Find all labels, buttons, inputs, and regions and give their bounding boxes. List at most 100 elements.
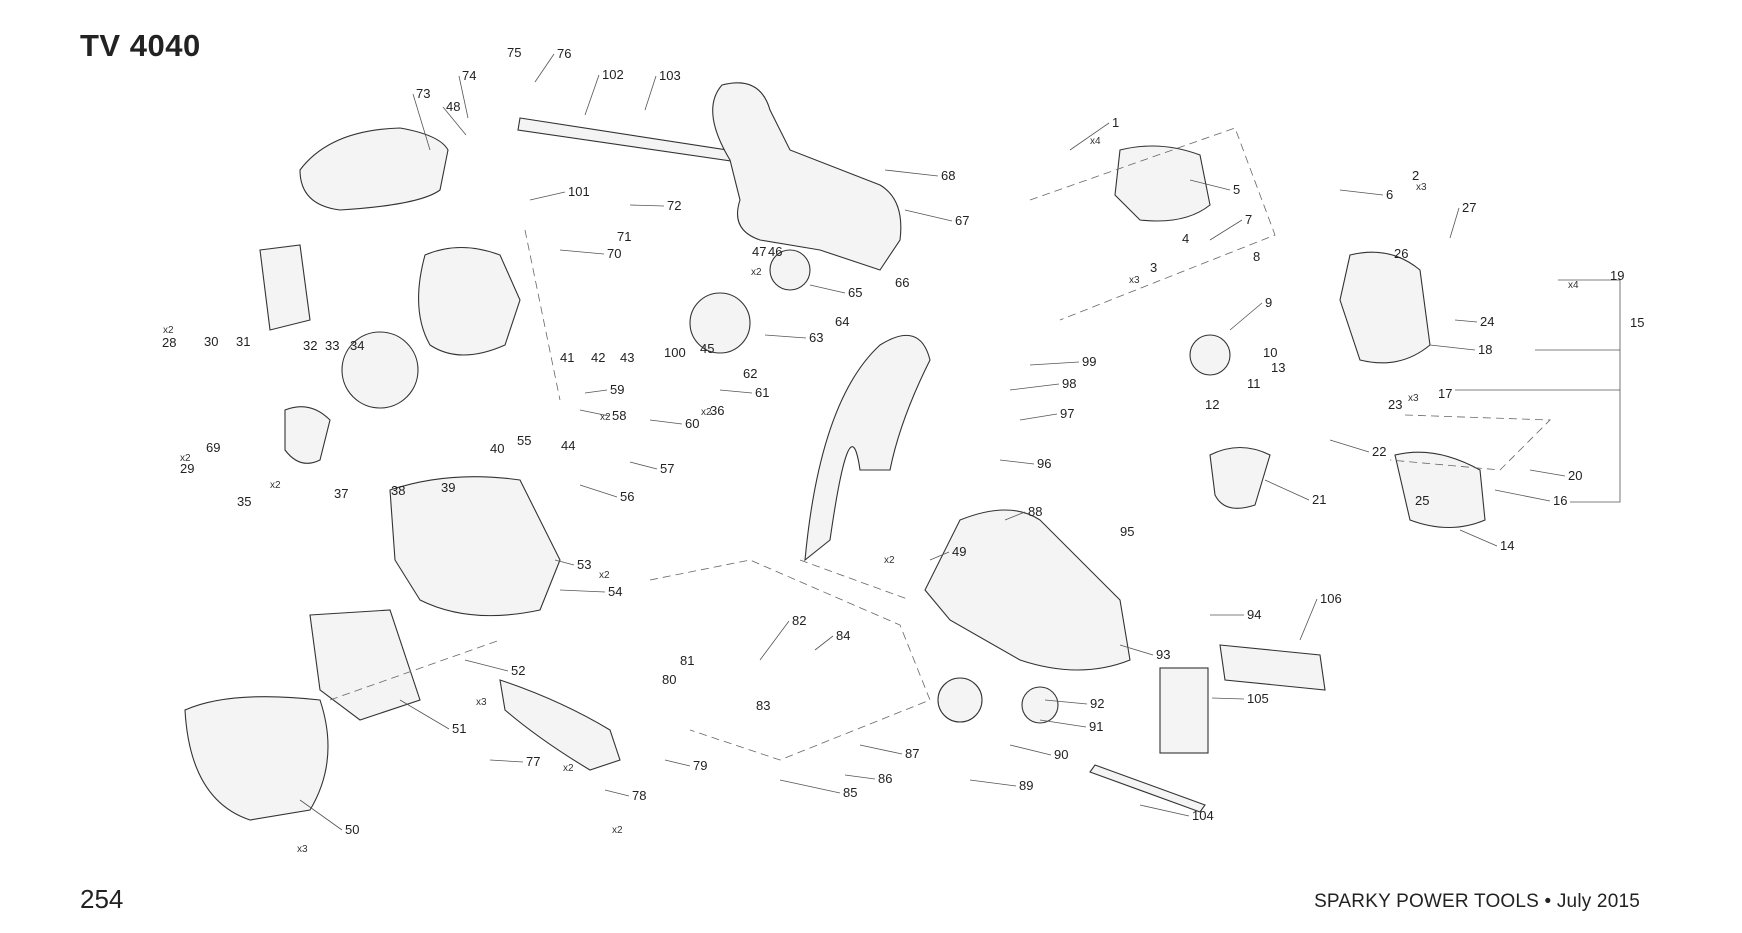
callout-90: 90 [1054, 747, 1068, 762]
leader-91 [1039, 719, 1087, 728]
leader-77 [489, 759, 524, 763]
callout-35: 35 [237, 494, 251, 509]
starter-cover [184, 696, 329, 821]
quantity-marker: x2 [600, 412, 611, 423]
leader-51 [399, 699, 450, 730]
rear-handle [712, 82, 902, 271]
leader-48 [442, 106, 467, 136]
callout-82: 82 [792, 613, 806, 628]
callout-17: 17 [1438, 386, 1452, 401]
leader-88 [1004, 511, 1026, 521]
leader-57 [629, 461, 658, 470]
callout-1: 1 [1112, 115, 1119, 130]
leader-76 [534, 53, 555, 83]
callout-50: 50 [345, 822, 359, 837]
crankcase-half-2 [1394, 451, 1486, 528]
flywheel [341, 331, 419, 409]
leader-89 [969, 779, 1017, 787]
leader-24 [1454, 319, 1478, 323]
recoil-left-parts [259, 244, 311, 331]
callout-33: 33 [325, 338, 339, 353]
callout-49: 49 [952, 544, 966, 559]
callout-79: 79 [693, 758, 707, 773]
combi-wrench [1089, 764, 1206, 813]
callout-58: 58 [612, 408, 626, 423]
page-number: 254 [80, 884, 124, 914]
leader-105 [1211, 697, 1245, 700]
leader-27 [1449, 207, 1460, 239]
callout-77: 77 [526, 754, 540, 769]
leader-98 [1009, 383, 1060, 391]
assembly-lines [329, 127, 1551, 761]
callout-51: 51 [452, 721, 466, 736]
callout-3: 3 [1150, 260, 1157, 275]
group-bracket [1455, 279, 1621, 503]
callout-104: 104 [1192, 808, 1214, 823]
leader-86 [844, 774, 876, 780]
assembly-dash-line [649, 559, 931, 761]
crankcase-half [1339, 251, 1431, 364]
callout-66: 66 [895, 275, 909, 290]
quantity-marker: x2 [612, 825, 623, 836]
leader-67 [904, 209, 953, 222]
callout-25: 25 [1415, 493, 1429, 508]
callout-13: 13 [1271, 360, 1285, 375]
footer-credit: SPARKY POWER TOOLS • July 2015 [1314, 891, 1640, 912]
callout-45: 45 [700, 341, 714, 356]
callout-9: 9 [1265, 295, 1272, 310]
part-illustrations [184, 82, 1486, 821]
callout-100: 100 [664, 345, 686, 360]
leader-18 [1429, 344, 1476, 351]
callout-88: 88 [1028, 504, 1042, 519]
callout-80: 80 [662, 672, 676, 687]
sprocket [937, 677, 983, 723]
leader-21 [1264, 479, 1310, 501]
callout-22: 22 [1372, 444, 1386, 459]
callout-73: 73 [416, 86, 430, 101]
callout-24: 24 [1480, 314, 1494, 329]
callout-89: 89 [1019, 778, 1033, 793]
callout-37: 37 [334, 486, 348, 501]
callout-96: 96 [1037, 456, 1051, 471]
leader-101 [529, 191, 566, 201]
leader-72 [629, 204, 665, 207]
engine-cylinder-right [1114, 145, 1211, 222]
leader-85 [779, 779, 841, 794]
callout-54: 54 [608, 584, 622, 599]
callout-19: 19 [1610, 268, 1624, 283]
callout-62: 62 [743, 366, 757, 381]
callout-10: 10 [1263, 345, 1277, 360]
leader-63 [764, 334, 807, 339]
assembly-dash-line [799, 559, 911, 601]
leader-92 [1044, 699, 1088, 705]
clutch [769, 249, 811, 291]
callout-5: 5 [1233, 182, 1240, 197]
diagram-title: TV 4040 [80, 28, 201, 63]
leader-20 [1529, 469, 1566, 477]
leader-97 [1019, 413, 1058, 421]
piston [1189, 334, 1231, 376]
leader-7 [1209, 219, 1243, 241]
callout-59: 59 [610, 382, 624, 397]
leader-99 [1029, 361, 1080, 366]
callout-103: 103 [659, 68, 681, 83]
leader-106 [1299, 598, 1318, 641]
leader-58 [579, 409, 610, 417]
callout-78: 78 [632, 788, 646, 803]
callout-91: 91 [1089, 719, 1103, 734]
callout-28: 28 [162, 335, 176, 350]
leader-14 [1459, 529, 1498, 547]
callout-44: 44 [561, 438, 575, 453]
quantity-marker: x3 [297, 844, 308, 855]
callout-8: 8 [1253, 249, 1260, 264]
crankshaft [1209, 447, 1271, 509]
leader-82 [759, 620, 790, 661]
callout-11: 11 [1247, 376, 1261, 391]
oil-bottle [1159, 667, 1209, 754]
quantity-marker: x4 [1090, 136, 1101, 147]
callout-65: 65 [848, 285, 862, 300]
leader-22 [1329, 439, 1370, 453]
callout-2: 2 [1412, 168, 1419, 183]
